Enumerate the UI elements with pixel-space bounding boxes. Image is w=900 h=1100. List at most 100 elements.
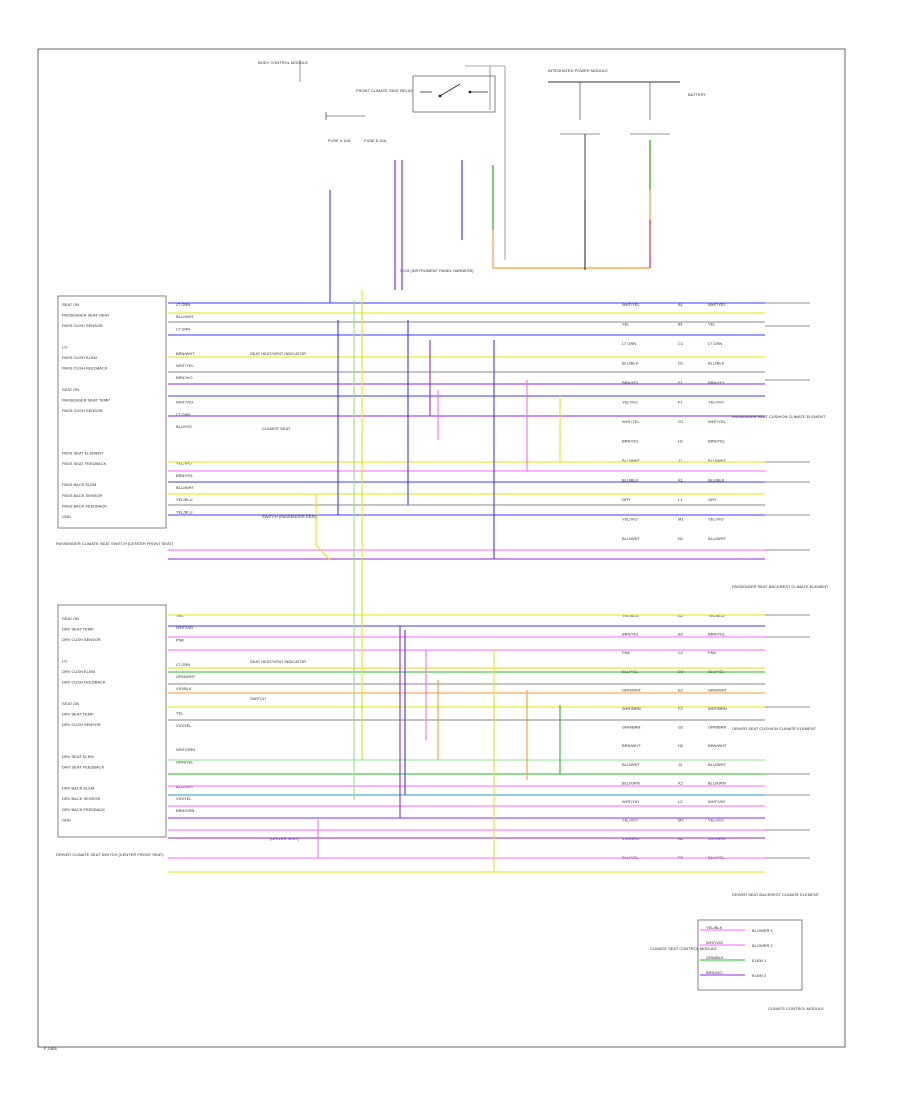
passenger-pin-id: A1 <box>678 302 684 307</box>
driver-switch-box <box>57 604 167 838</box>
relay-label: FRONT CLIMATE SEAT RELAY <box>356 88 413 93</box>
passenger-pin-id: E1 <box>678 380 684 385</box>
passenger-switch-label: PASSENGER CLIMATE SEAT SWITCH (CENTER FR… <box>56 541 174 546</box>
passenger-right-code-2: BLU/BLK <box>708 478 725 483</box>
passenger-pin-id: N1 <box>678 536 684 541</box>
passenger-right-code-2: BRN/YEL <box>708 439 726 444</box>
driver-right-code: GRN/BRN <box>622 725 641 730</box>
passenger-right-code: YEL/VIO <box>622 517 638 522</box>
driver-right-code-2: WHT/BRN <box>708 706 727 711</box>
splice-label: S215 (INSTRUMENT PANEL HARNESS) <box>400 268 474 273</box>
passenger-right-code-2: GRY <box>708 497 717 502</box>
passenger-note-3: SWITCH (PASSENGER SEAT) <box>262 514 318 519</box>
module-output-label: ELEM 2 <box>752 973 767 978</box>
passenger-switch-box <box>57 295 167 529</box>
driver-note-1: SEAT HEAT/VENT INDICATOR <box>250 659 306 664</box>
passenger-right-code-2: BLU/BLK <box>708 361 725 366</box>
module-output-label: ELEM 1 <box>752 958 767 963</box>
relay-box <box>412 75 496 113</box>
climate-seat-control-module: CLIMATE SEAT CONTROL MODULE YEL/BLKBLOWE… <box>650 919 824 1011</box>
passenger-note-2: CLIMATE SEAT <box>262 426 291 431</box>
passenger-right-code: BLU/WHT <box>622 458 641 463</box>
diagram-frame <box>37 48 846 1048</box>
driver-left-code: PNK <box>176 637 185 642</box>
module-label: CLIMATE SEAT CONTROL MODULE <box>650 946 717 951</box>
page-code: F-1466 <box>44 1046 57 1051</box>
passenger-left-code: WHT/VIO <box>176 400 193 405</box>
passenger-pin-label: PASS BACK FEEDBACK <box>62 503 107 508</box>
driver-left-code: BRN/GRN <box>176 808 195 813</box>
driver-pin-label: DRV SEAT FEEDBACK <box>62 764 105 769</box>
passenger-pin-id: H1 <box>678 439 684 444</box>
passenger-vertical-9 <box>315 494 331 561</box>
driver-right-code-2: BLU/YEL <box>708 669 725 674</box>
driver-right-code-2: BLU/WHT <box>708 762 727 767</box>
passenger-left-code: BRN/VIO <box>176 375 192 380</box>
fuse-right-label: FUSE 8 10A <box>364 138 387 143</box>
driver-right-code: VIO/GRN <box>622 836 639 841</box>
passenger-right-code-2: BLU/WHT <box>708 458 727 463</box>
passenger-right-code: BLU/BLK <box>622 361 639 366</box>
passenger-right-code: BRN/YEL <box>622 380 640 385</box>
driver-right-code-2: BLU/GRN <box>708 780 726 785</box>
driver-right-code: BLU/WHT <box>622 762 641 767</box>
driver-pin-label: LO <box>62 658 67 663</box>
driver-pin-label: DRV CUSH ELEM <box>62 669 95 674</box>
passenger-pin-label: GND <box>62 514 71 519</box>
passenger-pin-label: PASS SEAT ELEMENT <box>62 450 104 455</box>
passenger-pin-id: M1 <box>678 517 684 522</box>
pass-cushion-label: PASSENGER SEAT CUSHION CLIMATE ELEMENT <box>732 414 826 419</box>
drv-cushion-label: DRIVER SEAT CUSHION CLIMATE ELEMENT <box>732 726 817 731</box>
driver-pin-id: J2 <box>678 762 683 767</box>
module-wire-code: GRN/BLK <box>706 955 724 960</box>
module-ground-label: CLIMATE CONTROL MODULE <box>768 1006 824 1011</box>
passenger-right-code-2: WHT/YEL <box>708 419 727 424</box>
passenger-pin-label: PASSENGER SEAT HEAT <box>62 313 110 318</box>
passenger-left-code: LT GRN <box>176 326 190 331</box>
ipm-label: INTEGRATED POWER MODULE <box>548 68 608 73</box>
pass-back-label: PASSENGER SEAT BACKREST CLIMATE ELEMENT <box>732 584 829 589</box>
module-output-label: BLOWER 1 <box>752 928 773 933</box>
driver-right-code-2: BLU/YEL <box>708 855 725 860</box>
driver-pin-id: K2 <box>678 780 684 785</box>
passenger-left-code: WHT/YEL <box>176 363 195 368</box>
passenger-right-code: YEL <box>622 322 630 327</box>
driver-pin-id: G2 <box>678 725 684 730</box>
driver-left-code: WHT/VIO <box>176 625 193 630</box>
driver-pin-label: GND <box>62 817 71 822</box>
passenger-left-code: LT GRN <box>176 412 190 417</box>
passenger-pin-label: PASS CUSH ELEM <box>62 355 97 360</box>
driver-note-2: SWITCH <box>250 696 266 701</box>
driver-right-code-2: BRN/WHT <box>708 743 727 748</box>
passenger-right-code-2: YEL/VIO <box>708 517 724 522</box>
top-section: BODY CONTROL MODULE FRONT CLIMATE SEAT R… <box>258 60 706 290</box>
driver-pin-label: DRV BACK ELEM <box>62 786 94 791</box>
driver-left-code: LT GRN <box>176 662 190 667</box>
driver-right-code: BRN/WHT <box>622 743 641 748</box>
driver-right-code: BRN/YEL <box>622 632 640 637</box>
driver-pin-id: C2 <box>678 650 684 655</box>
driver-pin-id: H2 <box>678 743 684 748</box>
driver-right-code: GRN/WHT <box>622 687 642 692</box>
passenger-pin-id: B1 <box>678 322 684 327</box>
driver-pin-id: N2 <box>678 836 684 841</box>
passenger-right-code: LT GRN <box>622 341 636 346</box>
driver-pin-label: DRV SEAT TEMP <box>62 627 94 632</box>
driver-left-code: GRN/WHT <box>176 674 196 679</box>
passenger-pin-id: D1 <box>678 361 684 366</box>
passenger-right-code: YEL/VIO <box>622 400 638 405</box>
passenger-right-code: BRN/YEL <box>622 439 640 444</box>
passenger-right-code-2: WHT/YEL <box>708 302 727 307</box>
driver-pin-label: SEAT ON <box>62 616 79 621</box>
passenger-right-code-2: YEL <box>708 322 716 327</box>
passenger-pin-label: PASS CUSH FEEDBACK <box>62 366 108 371</box>
passenger-pin-label: SEAT ON <box>62 387 79 392</box>
driver-left-code: VIO/BLK <box>176 686 192 691</box>
